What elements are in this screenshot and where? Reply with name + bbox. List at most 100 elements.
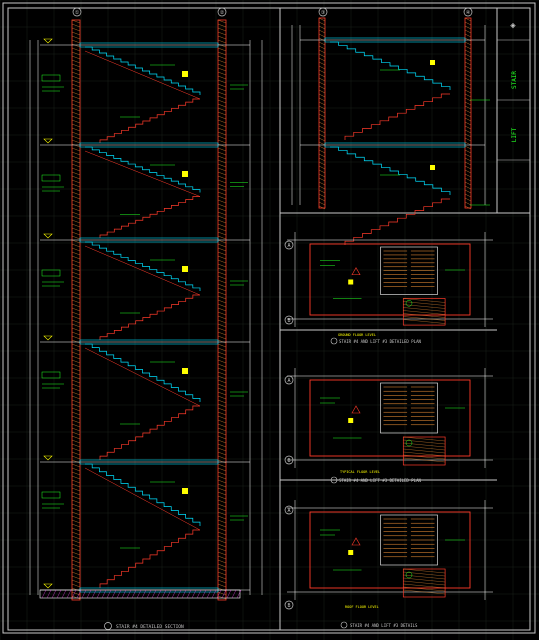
- wall-hatch: [464, 97, 472, 102]
- wall-hatch: [71, 287, 81, 292]
- stair-flight-return: [99, 196, 200, 238]
- stair-flight: [85, 46, 201, 95]
- wall-hatch: [71, 467, 81, 472]
- wall-hatch: [217, 191, 227, 196]
- grid-bubbles-left: [284, 240, 294, 610]
- wall-hatch: [71, 179, 81, 184]
- wall-hatch: [71, 563, 81, 568]
- foundation-hatch: [96, 589, 102, 599]
- wall-hatch: [71, 595, 81, 600]
- wall-hatch: [464, 53, 472, 58]
- wall-hatch: [217, 171, 227, 176]
- wall-hatch: [217, 323, 227, 328]
- wall-hatch: [318, 97, 326, 102]
- wall-hatch: [71, 111, 81, 116]
- wall-hatch: [217, 47, 227, 52]
- wall-hatch: [217, 415, 227, 420]
- wall-hatch: [217, 463, 227, 468]
- foundation-hatch: [106, 589, 112, 599]
- wall-hatch: [71, 359, 81, 364]
- wall-hatch: [71, 543, 81, 548]
- level-triangle: [43, 335, 53, 341]
- lift-hatch: [403, 298, 446, 303]
- lift-hatch: [403, 568, 446, 574]
- foundation-hatch: [61, 589, 67, 599]
- stair-soffit: [84, 347, 201, 407]
- wall-hatch: [71, 367, 81, 372]
- wall-hatch: [217, 543, 227, 548]
- stair-section-excerpt: [291, 17, 490, 245]
- stair-flight: [85, 241, 201, 291]
- wall-hatch: [71, 495, 81, 500]
- wall-hatch: [318, 33, 326, 38]
- wall-hatch: [71, 491, 81, 496]
- wall-hatch: [318, 89, 326, 94]
- wall-hatch: [71, 295, 81, 300]
- plan-wall: [309, 379, 471, 457]
- wall-hatch: [71, 43, 81, 48]
- lift-shaft: [402, 568, 446, 598]
- foundation-hatch: [91, 589, 97, 599]
- foundation-hatch: [156, 589, 162, 599]
- wall-hatch: [217, 503, 227, 508]
- wall-hatch: [71, 427, 81, 432]
- wall-hatch: [217, 471, 227, 476]
- wall-hatch: [71, 395, 81, 400]
- wall-hatch: [318, 157, 326, 162]
- level-triangle: [43, 583, 53, 589]
- landing-slab: [79, 237, 219, 243]
- level-marker: [430, 165, 435, 170]
- wall-hatch: [464, 17, 472, 22]
- wall-hatch: [464, 77, 472, 82]
- wall-hatch: [217, 487, 227, 492]
- wall-hatch: [71, 451, 81, 456]
- wall-hatch: [217, 55, 227, 60]
- wall-hatch: [217, 287, 227, 292]
- foundation-hatch: [111, 589, 117, 599]
- wall-hatch: [464, 69, 472, 74]
- wall-hatch: [464, 125, 472, 130]
- wall-hatch: [464, 129, 472, 134]
- level-marker: [348, 418, 354, 423]
- wall-hatch: [217, 271, 227, 276]
- wall-hatch: [71, 83, 81, 88]
- wall-hatch: [464, 41, 472, 46]
- stair-shaft: [380, 246, 438, 295]
- wall-hatch: [71, 323, 81, 328]
- wall-hatch: [71, 19, 81, 24]
- wall-hatch: [71, 519, 81, 524]
- wall-hatch: [71, 275, 81, 280]
- wall-hatch: [217, 79, 227, 84]
- lift-hatch: [403, 445, 446, 451]
- wall-hatch: [71, 279, 81, 284]
- wall-hatch: [217, 559, 227, 564]
- wall-hatch: [217, 63, 227, 68]
- wall-hatch: [318, 153, 326, 158]
- wall-hatch: [217, 115, 227, 120]
- wall-hatch: [71, 79, 81, 84]
- wall-hatch: [217, 531, 227, 536]
- wall-hatch: [217, 399, 227, 404]
- lift-hatch: [403, 316, 446, 321]
- wall-hatch: [71, 151, 81, 156]
- wall-hatch: [464, 61, 472, 66]
- wall-hatch: [71, 59, 81, 64]
- lift-hatch: [403, 574, 446, 580]
- wall-hatch: [318, 189, 326, 194]
- wall-hatch: [217, 235, 227, 240]
- wall-hatch: [71, 419, 81, 424]
- wall-hatch: [217, 347, 227, 352]
- wall-hatch: [71, 95, 81, 100]
- wall-hatch: [71, 115, 81, 120]
- lift-hatch: [403, 577, 446, 583]
- wall-hatch: [318, 181, 326, 186]
- wall-hatch: [318, 185, 326, 190]
- lift-shaft: [402, 298, 446, 326]
- wall-hatch: [464, 177, 472, 182]
- wall-hatch: [464, 89, 472, 94]
- wall-hatch: [318, 73, 326, 78]
- wall-hatch: [217, 407, 227, 412]
- wall-hatch: [318, 93, 326, 98]
